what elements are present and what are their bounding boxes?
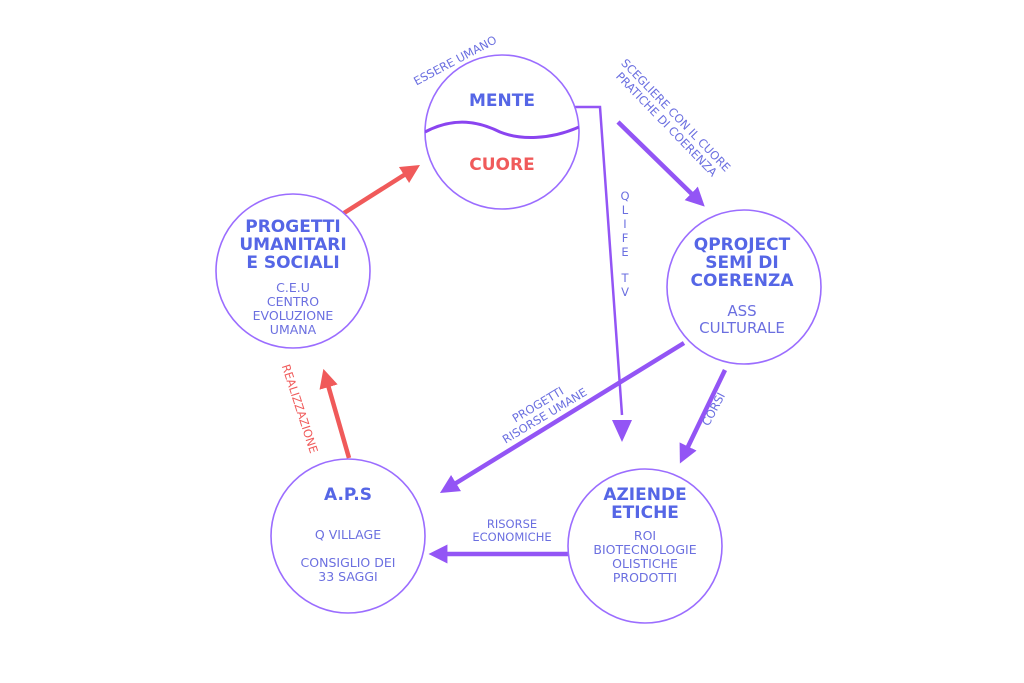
progetti-to-mente-arrow <box>342 164 420 215</box>
svg-text:L: L <box>622 203 629 217</box>
progetti-body-4: UMANA <box>270 322 317 337</box>
mente-label: MENTE <box>469 91 535 111</box>
realizzazione-label: REALIZZAZIONE <box>279 362 321 455</box>
progetti-title-1: PROGETTI <box>245 217 340 237</box>
svg-text:V: V <box>621 285 629 299</box>
progetti-body-1: C.E.U <box>276 280 310 295</box>
svg-text:E: E <box>621 245 628 259</box>
cuore-label: CUORE <box>469 155 534 175</box>
qlife-tv-arrow <box>572 105 624 416</box>
progetti-node: PROGETTI UMANITARI E SOCIALI C.E.U CENTR… <box>215 193 371 349</box>
svg-text:T: T <box>620 271 629 285</box>
svg-text:PRATICHE DI COERENZA: PRATICHE DI COERENZA <box>613 69 720 179</box>
corsi-label: CORSI <box>699 390 728 428</box>
aziende-body-3: OLISTICHE <box>612 556 678 571</box>
svg-text:RISORSE: RISORSE <box>487 517 537 531</box>
aziende-body-1: ROI <box>634 528 656 543</box>
progetti-title-3: E SOCIALI <box>246 253 339 273</box>
aps-body-4: 33 SAGGI <box>318 569 377 584</box>
qlife-tv-arrowhead <box>612 420 632 442</box>
qproject-body-1: ASS <box>727 302 756 320</box>
qproject-title-3: COERENZA <box>691 271 795 291</box>
aziende-body-2: BIOTECNOLOGIE <box>593 542 696 557</box>
scegliere-arrow <box>616 120 705 207</box>
svg-text:Q: Q <box>620 189 629 203</box>
aps-body-3: CONSIGLIO DEI <box>301 555 396 570</box>
realizzazione-arrow <box>319 368 352 459</box>
qproject-title-2: SEMI DI <box>705 253 778 273</box>
qproject-title-1: QPROJECT <box>694 235 791 255</box>
aziende-title-1: AZIENDE <box>603 485 686 505</box>
svg-text:ECONOMICHE: ECONOMICHE <box>472 530 551 544</box>
wave-divider <box>425 120 579 139</box>
progetti-body-2: CENTRO <box>267 294 319 309</box>
corsi-arrow <box>679 369 728 464</box>
aps-node: A.P.S Q VILLAGE CONSIGLIO DEI 33 SAGGI <box>270 458 426 614</box>
svg-text:SCEGLIERE CON IL CUORE: SCEGLIERE CON IL CUORE <box>618 56 733 174</box>
qproject-node: QPROJECT SEMI DI COERENZA ASS CULTURALE <box>666 209 822 365</box>
svg-text:F: F <box>622 231 629 245</box>
svg-text:I: I <box>623 217 626 231</box>
aps-body-1: Q VILLAGE <box>315 527 381 542</box>
aziende-node: AZIENDE ETICHE ROI BIOTECNOLOGIE OLISTIC… <box>567 468 723 624</box>
scegliere-label: SCEGLIERE CON IL CUORE PRATICHE DI COERE… <box>613 56 733 179</box>
mente-cuore-node: MENTE CUORE <box>424 54 580 210</box>
aziende-title-2: ETICHE <box>611 503 679 523</box>
risorse-economiche-label: RISORSE ECONOMICHE <box>472 517 551 544</box>
progetti-body-3: EVOLUZIONE <box>253 308 334 323</box>
aps-title: A.P.S <box>324 485 372 505</box>
qlife-tv-label: Q L I F E T V <box>620 189 629 299</box>
progetti-risorse-arrow <box>439 341 686 493</box>
qproject-body-2: CULTURALE <box>699 319 785 337</box>
aziende-body-4: PRODOTTI <box>613 570 677 585</box>
progetti-title-2: UMANITARI <box>239 235 346 255</box>
